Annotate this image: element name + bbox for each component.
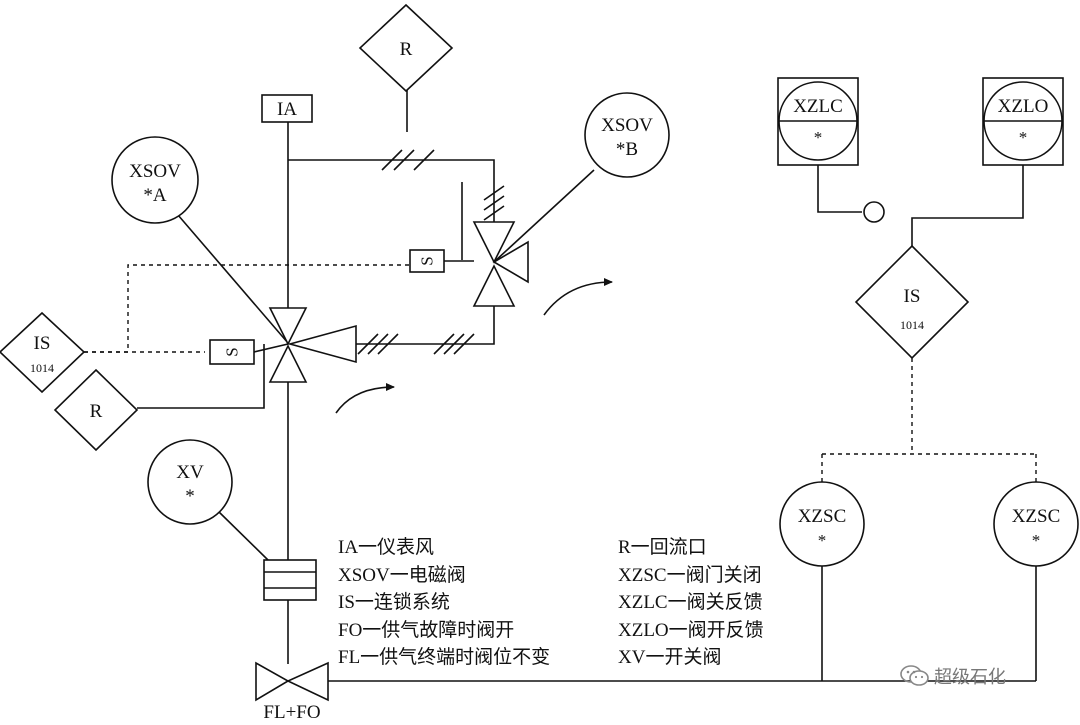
xzlc-link [817,165,862,213]
xsov-a-link [177,214,289,344]
legend-left-item: FL一供气终端时阀位不变 [338,647,551,668]
ia-branch-line [288,159,495,222]
legend-right-item: XZSC一阀门关闭 [618,564,762,586]
solenoid-top-label: S [418,256,437,265]
wechat-icon [900,665,929,686]
legend-left-item: IA一仪表风 [338,537,435,558]
pneumatic-hatches [357,149,505,355]
xv-sub: * [185,486,195,507]
watermark-text: 超级石化 [934,667,1006,688]
legend-left-item: FO一供气故障时阀开 [338,619,515,641]
r-top-label: R [400,39,413,60]
xv-label: XV [176,462,204,483]
legend-right-item: R一回流口 [618,537,707,558]
xsov-a-sub: *A [143,185,167,206]
ia-label: IA [277,99,297,120]
ia-box: IA [261,94,313,123]
xsov-b-sub: *B [616,139,638,160]
xzsc2-label: XZSC [1012,506,1061,527]
xzsc2-sub: * [1032,531,1041,550]
flow-arrow-bottom [335,383,395,414]
xzlc-instrument: XZLC * [777,77,859,166]
is-right-diamond: IS 1014 [854,244,970,360]
is-left-diamond: IS 1014 [0,311,86,394]
legend-right-item: XZLC一阀关反馈 [618,592,763,613]
is-right-label: IS [904,286,921,307]
xzsc1-sub: * [818,531,827,550]
xzlc-sub: * [814,128,823,147]
xzlc-terminal-circle [863,201,885,223]
xzlc-label: XZLC [793,96,843,117]
valve-actuator [263,559,317,601]
xsov-b-label: XSOV [601,115,653,136]
solenoid-top: S [409,249,474,273]
xsov-a-instrument: XSOV *A [111,136,199,224]
is-left-to-top-solenoid [84,264,410,353]
xsov-b-instrument: XSOV *B [584,92,670,178]
is-right-number: 1014 [900,318,924,332]
legend-left-item: IS一连锁系统 [338,592,450,613]
main-three-way-valve [268,307,357,383]
xzsc-instrument-2: XZSC * [993,481,1079,567]
is-left-number: 1014 [30,361,54,375]
legend-left: IA一仪表风 XSOV一电磁阀 IS一连锁系统 FO一供气故障时阀开 FL一供气… [338,534,550,672]
is-left-label: IS [34,333,51,354]
legend-left-item: XSOV一电磁阀 [338,564,466,586]
xsov-b-link [493,169,595,263]
xv-link [217,510,269,561]
xzsc-instrument-1: XZSC * [779,481,865,567]
watermark: 超级石化 [900,663,1006,689]
r-left-label: R [90,401,103,422]
r-left-diamond: R [53,368,139,452]
xzsc1-label: XZSC [798,506,847,527]
top-three-way-valve [472,221,529,307]
xsov-a-label: XSOV [129,161,181,182]
legend-right-item: XV一开关阀 [618,647,722,668]
top-valve-output-line [356,306,495,345]
legend-right: R一回流口 XZSC一阀门关闭 XZLC一阀关反馈 XZLO一阀开反馈 XV一开… [618,534,764,672]
solenoid-mid-label: S [223,347,242,356]
r-top-diamond: R [358,3,454,93]
valve-label: FL+FO [263,702,320,723]
flow-arrow-top [543,278,613,316]
xzlo-label: XZLO [998,96,1049,117]
legend-right-item: XZLO一阀开反馈 [618,619,764,641]
r-left-line [137,344,265,409]
xzlo-link [911,165,1024,246]
solenoid-mid: S [209,339,289,365]
xzlo-instrument: XZLO * [982,77,1064,166]
xv-instrument: XV * [147,439,233,525]
xzlo-sub: * [1019,128,1028,147]
on-off-valve: FL+FO [255,661,329,723]
